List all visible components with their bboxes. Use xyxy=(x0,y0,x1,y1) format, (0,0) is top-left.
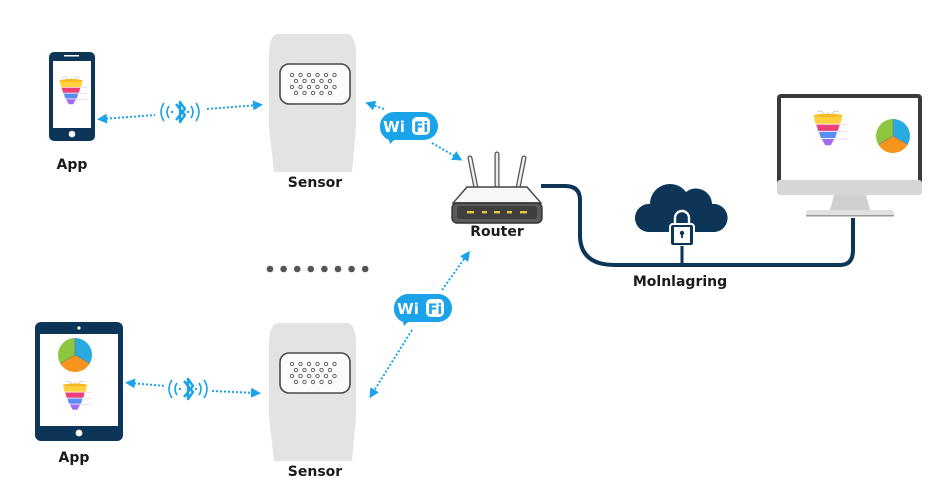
grille-hole xyxy=(332,84,337,90)
grille-hole xyxy=(310,379,316,385)
grille-hole xyxy=(310,367,316,373)
grille-hole xyxy=(306,373,312,379)
grille-hole xyxy=(310,78,316,84)
grille-hole xyxy=(293,90,299,96)
bluetooth-link-bottom xyxy=(125,377,261,401)
grille-hole xyxy=(302,90,307,96)
pie-chart-icon xyxy=(875,118,911,154)
grille-hole xyxy=(323,361,329,367)
sensor-device-top xyxy=(268,33,357,173)
wifi-label-left: Wi xyxy=(383,118,405,136)
sensor-label-bottom: Sensor xyxy=(287,464,343,480)
grille-hole xyxy=(332,373,337,379)
grille-hole xyxy=(298,84,303,90)
grille-hole xyxy=(327,367,333,373)
grille-hole xyxy=(293,367,299,373)
grille-hole xyxy=(298,373,303,379)
smartphone-device xyxy=(49,52,95,141)
ellipsis-dot xyxy=(280,265,287,273)
grille-hole xyxy=(315,84,320,90)
ellipsis-dot xyxy=(361,265,369,273)
grille-hole xyxy=(310,90,316,96)
pie-chart-icon xyxy=(57,337,93,373)
grille-hole xyxy=(315,361,320,367)
grille-hole xyxy=(332,361,337,367)
grille-hole xyxy=(289,373,295,379)
router-label: Router xyxy=(470,224,524,240)
grille-hole xyxy=(315,72,320,78)
grille-hole xyxy=(327,379,333,385)
more-sensors-ellipsis xyxy=(266,265,369,273)
app-label-top: App xyxy=(56,157,88,173)
ellipsis-dot xyxy=(266,265,274,273)
grille-hole xyxy=(298,72,303,78)
grille-hole xyxy=(327,90,333,96)
bluetooth-icon xyxy=(167,377,209,401)
ellipsis-dot xyxy=(348,265,355,273)
grille-hole xyxy=(327,78,333,84)
ellipsis-dot xyxy=(321,265,328,273)
grille-hole xyxy=(298,361,303,367)
grille-hole xyxy=(323,72,329,78)
grille-hole xyxy=(306,84,312,90)
sensor-grille xyxy=(289,361,337,385)
desktop-monitor xyxy=(777,94,922,217)
grille-hole xyxy=(306,361,312,367)
grille-hole xyxy=(323,373,329,379)
tablet-device xyxy=(35,322,123,441)
grille-hole xyxy=(302,367,307,373)
grille-hole xyxy=(319,379,324,385)
grille-hole xyxy=(289,361,295,367)
sensor-device-bottom xyxy=(268,322,357,462)
network-cable xyxy=(541,184,855,267)
grille-hole xyxy=(319,367,324,373)
router-device xyxy=(451,151,543,224)
grille-hole xyxy=(306,72,312,78)
wifi-badge-top: Wi Fi xyxy=(379,112,438,144)
app-label-bottom: App xyxy=(58,450,90,466)
wifi-link-bottom xyxy=(369,250,470,399)
grille-hole xyxy=(319,90,324,96)
cloud-storage-label: Molnlagring xyxy=(632,274,728,290)
grille-hole xyxy=(319,78,324,84)
ellipsis-dot xyxy=(307,265,315,273)
grille-hole xyxy=(289,84,295,90)
bluetooth-icon xyxy=(159,100,201,124)
wifi-label-right: Fi xyxy=(414,120,428,136)
sensor-grille xyxy=(289,72,337,96)
grille-hole xyxy=(293,78,299,84)
grille-hole xyxy=(332,72,337,78)
ellipsis-dot xyxy=(334,265,342,273)
ellipsis-dot xyxy=(293,265,301,273)
grille-hole xyxy=(289,72,295,78)
grille-hole xyxy=(302,78,307,84)
grille-hole xyxy=(293,379,299,385)
grille-hole xyxy=(323,84,329,90)
wifi-label-right: Fi xyxy=(428,302,442,318)
wifi-label-left: Wi xyxy=(397,300,419,318)
sensor-label-top: Sensor xyxy=(287,175,343,191)
grille-hole xyxy=(302,379,307,385)
bluetooth-link-top xyxy=(97,100,263,124)
grille-hole xyxy=(315,373,320,379)
cloud-lock-icon xyxy=(634,184,728,264)
wifi-link-top xyxy=(365,100,463,161)
wifi-badge-bottom: Wi Fi xyxy=(393,294,452,326)
